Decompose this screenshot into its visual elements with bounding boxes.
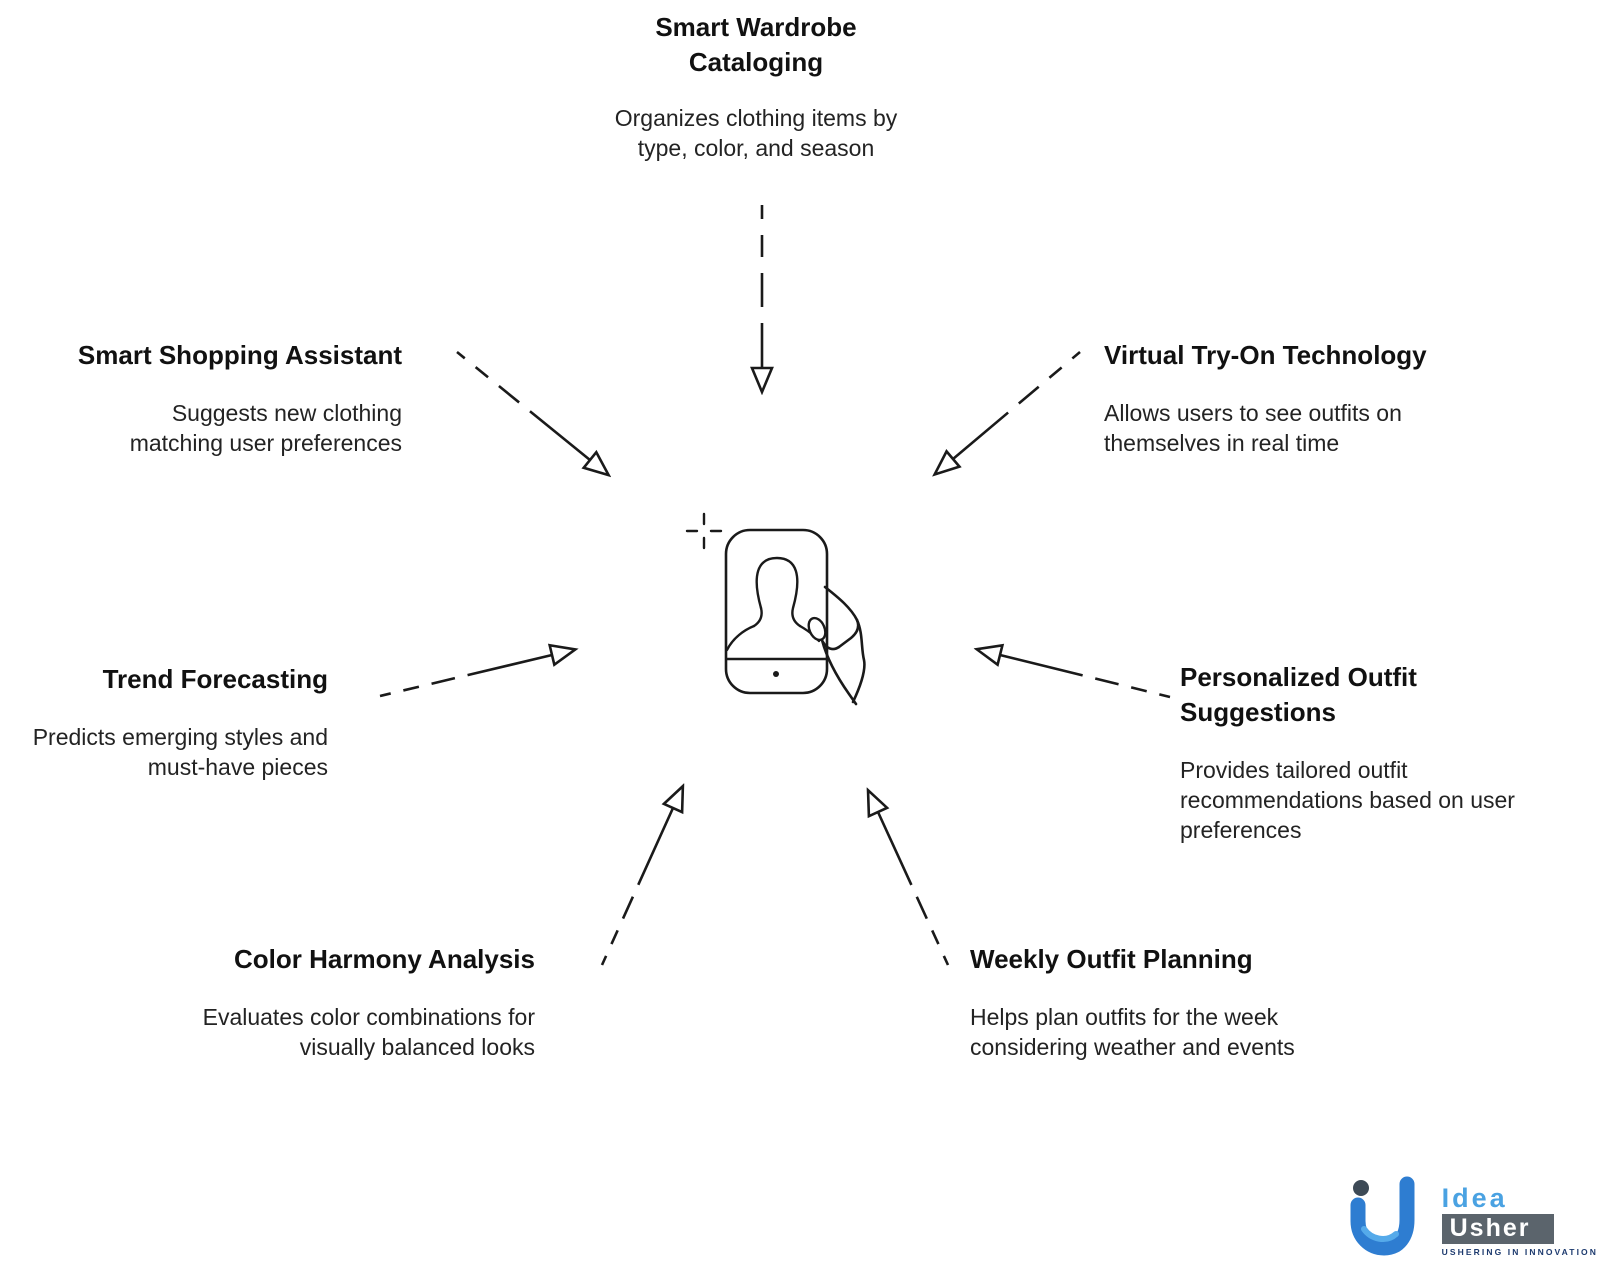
feature-title: Virtual Try-On Technology	[1104, 340, 1427, 370]
feature-smart-shopping-assistant: Smart Shopping Assistant Suggests new cl…	[40, 338, 402, 458]
logo-idea-wordmark: Idea	[1441, 1183, 1508, 1213]
feature-virtual-try-on-technology: Virtual Try-On Technology Allows users t…	[1104, 338, 1484, 458]
feature-weekly-outfit-planning: Weekly Outfit Planning Helps plan outfit…	[970, 942, 1350, 1062]
feature-smart-wardrobe-cataloging: Smart Wardrobe Cataloging Organizes clot…	[576, 10, 936, 163]
feature-description: Helps plan outfits for the week consider…	[970, 1004, 1295, 1060]
feature-title: Personalized Outfit Suggestions	[1180, 662, 1417, 727]
feature-title: Color Harmony Analysis	[233, 944, 535, 974]
feature-trend-forecasting: Trend Forecasting Predicts emerging styl…	[0, 662, 328, 782]
hand-holding-phone-selfie-icon	[724, 528, 866, 706]
idea-usher-logo-text: Idea Usher USHERING IN INNOVATION	[1441, 1183, 1600, 1257]
feature-description: Suggests new clothing matching user pref…	[129, 400, 402, 456]
arrow-virtual-try-on-technology	[953, 351, 1081, 459]
feature-color-harmony-analysis: Color Harmony Analysis Evaluates color c…	[155, 942, 535, 1062]
feature-description: Provides tailored outfit recommendations…	[1180, 757, 1515, 843]
arrow-trend-forecasting	[379, 655, 552, 698]
idea-usher-logo-icon	[1350, 1176, 1415, 1256]
feature-personalized-outfit-suggestions: Personalized Outfit Suggestions Provides…	[1180, 660, 1560, 845]
logo-tagline: USHERING IN INNOVATION	[1441, 1247, 1598, 1257]
sparkle-crosshair-icon	[685, 512, 723, 550]
feature-description: Predicts emerging styles and must-have p…	[32, 724, 328, 780]
feature-title: Weekly Outfit Planning	[970, 944, 1253, 974]
arrow-color-harmony-analysis	[600, 808, 673, 966]
logo-usher-wordmark: Usher	[1441, 1214, 1554, 1244]
feature-description: Organizes clothing items by type, color,…	[614, 105, 898, 161]
arrow-personalized-outfit-suggestions	[1000, 655, 1171, 699]
idea-usher-logo: Idea Usher USHERING IN INNOVATION	[1344, 1175, 1600, 1257]
feature-description: Allows users to see outfits on themselve…	[1104, 400, 1402, 456]
feature-title: Trend Forecasting	[102, 664, 328, 694]
feature-description: Evaluates color combinations for visuall…	[202, 1004, 535, 1060]
arrow-smart-shopping-assistant	[456, 350, 590, 460]
feature-title: Smart Shopping Assistant	[77, 340, 402, 370]
arrow-weekly-outfit-planning	[878, 812, 950, 966]
feature-title: Smart Wardrobe Cataloging	[655, 12, 857, 77]
